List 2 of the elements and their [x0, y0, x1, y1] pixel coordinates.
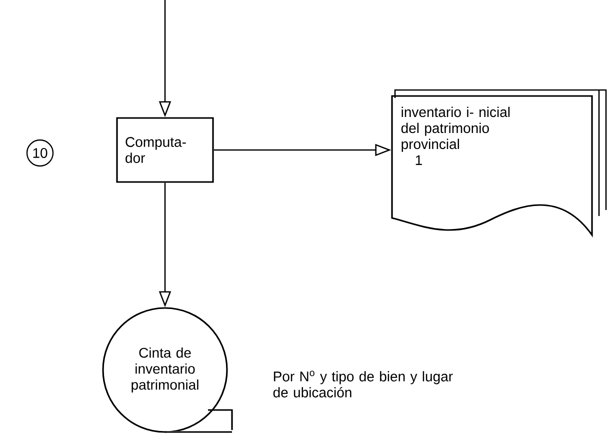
process-box: Computa- dor [116, 117, 214, 183]
annotation-text: Por N$^{o}$ y tipo de bien y lugar de ubicación [273, 370, 453, 398]
